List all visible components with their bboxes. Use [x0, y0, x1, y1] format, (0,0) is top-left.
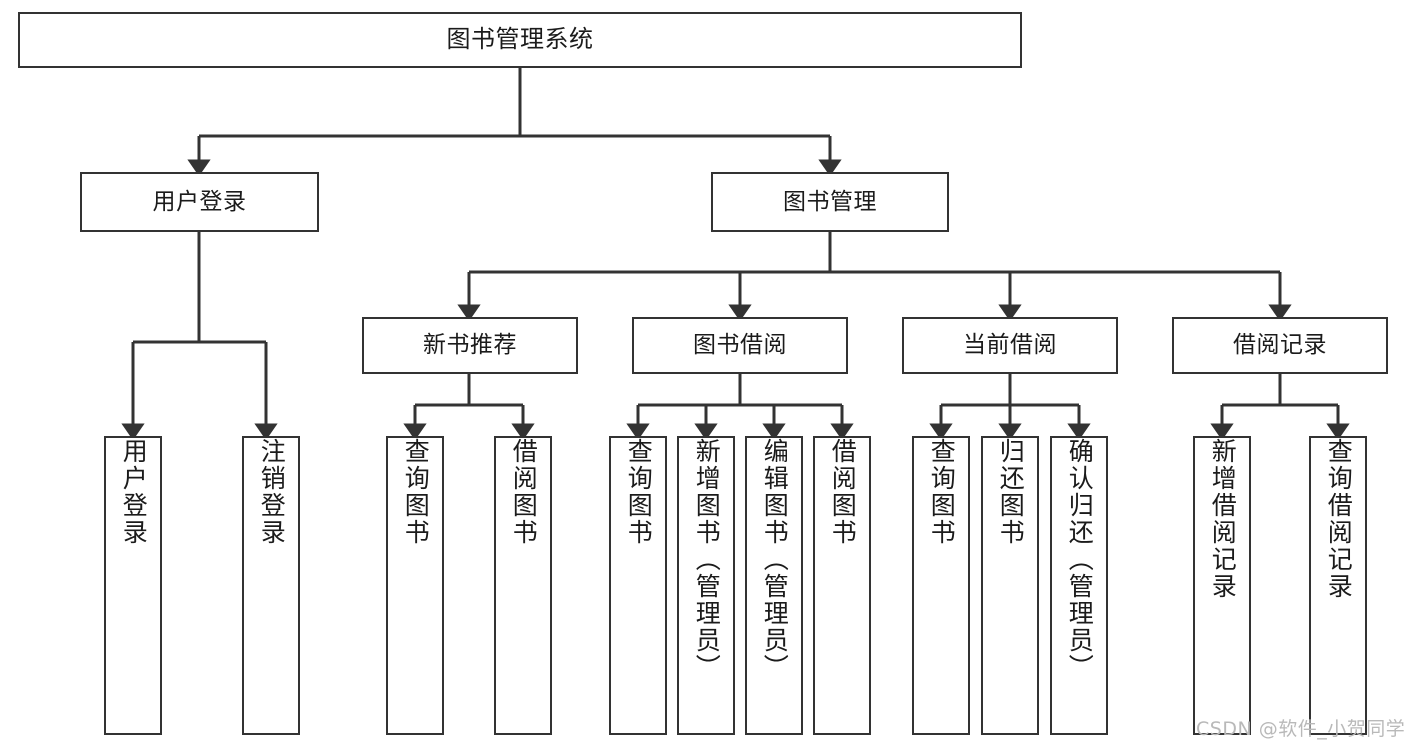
node-book-borrow[interactable]: 图书借阅 [632, 317, 848, 374]
node-label: 归还图书 [996, 438, 1026, 546]
leaf-edit-book-admin[interactable]: 编辑图书（管理员） [745, 436, 803, 735]
node-label: 借阅图书 [509, 438, 539, 546]
node-new-book-recommend[interactable]: 新书推荐 [362, 317, 578, 374]
leaf-query-book-recommend[interactable]: 查询图书 [386, 436, 444, 735]
csdn-watermark: CSDN @软件_小贺同学 [1196, 718, 1405, 740]
leaf-add-borrow-record[interactable]: 新增借阅记录 [1193, 436, 1251, 735]
leaf-user-logout[interactable]: 注销登录 [242, 436, 300, 735]
node-label: 图书管理系统 [446, 25, 594, 54]
node-label: 图书借阅 [693, 332, 787, 359]
node-label: 确认归还（管理员） [1065, 438, 1095, 681]
node-label: 新书推荐 [423, 332, 517, 359]
leaf-user-login[interactable]: 用户登录 [104, 436, 162, 735]
node-root-book-management-system[interactable]: 图书管理系统 [18, 12, 1022, 68]
node-label: 借阅图书 [828, 438, 858, 546]
node-label: 查询图书 [401, 438, 431, 546]
node-label: 用户登录 [119, 438, 149, 546]
node-label: 编辑图书（管理员） [760, 438, 790, 681]
leaf-borrow-book[interactable]: 借阅图书 [813, 436, 871, 735]
node-label: 新增图书（管理员） [692, 438, 722, 681]
node-label: 查询图书 [927, 438, 957, 546]
node-current-borrow[interactable]: 当前借阅 [902, 317, 1118, 374]
node-label: 注销登录 [257, 438, 287, 546]
node-user-login[interactable]: 用户登录 [80, 172, 319, 232]
leaf-confirm-return-admin[interactable]: 确认归还（管理员） [1050, 436, 1108, 735]
node-label: 图书管理 [783, 188, 877, 215]
node-label: 查询图书 [624, 438, 654, 546]
node-label: 新增借阅记录 [1208, 438, 1238, 600]
leaf-query-book-current[interactable]: 查询图书 [912, 436, 970, 735]
node-book-management[interactable]: 图书管理 [711, 172, 949, 232]
node-label: 借阅记录 [1233, 332, 1327, 359]
leaf-borrow-book-recommend[interactable]: 借阅图书 [494, 436, 552, 735]
node-label: 当前借阅 [963, 332, 1057, 359]
leaf-query-borrow-record[interactable]: 查询借阅记录 [1309, 436, 1367, 735]
node-borrow-record[interactable]: 借阅记录 [1172, 317, 1388, 374]
node-label: 查询借阅记录 [1324, 438, 1354, 600]
leaf-query-book-borrow[interactable]: 查询图书 [609, 436, 667, 735]
leaf-add-book-admin[interactable]: 新增图书（管理员） [677, 436, 735, 735]
leaf-return-book[interactable]: 归还图书 [981, 436, 1039, 735]
node-label: 用户登录 [152, 188, 247, 215]
